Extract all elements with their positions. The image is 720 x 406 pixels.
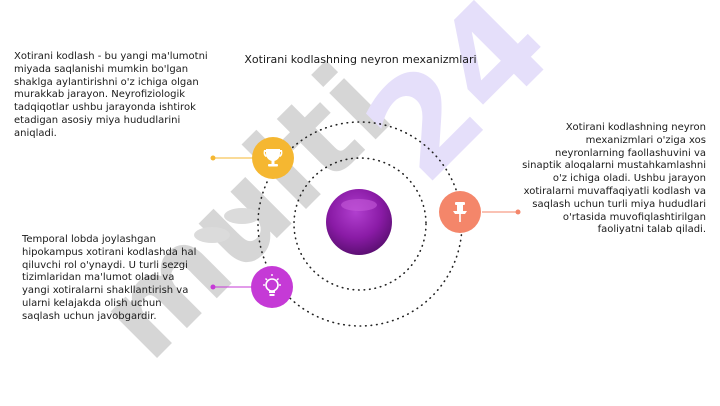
diagram-title: Xotirani kodlashning neyron mexanizmlari bbox=[244, 53, 477, 66]
center-sphere bbox=[326, 189, 392, 255]
text-block-top-left: Xotirani kodlash - bu yangi ma'lumotni m… bbox=[14, 51, 208, 139]
center-sphere-highlight bbox=[341, 199, 377, 211]
pushpin-icon bbox=[453, 202, 467, 222]
connector-bulb-dot bbox=[210, 284, 216, 290]
connector-pin-dot bbox=[515, 209, 521, 215]
node-bulb bbox=[251, 266, 293, 308]
inner-orbit bbox=[293, 157, 427, 291]
text-block-bottom-left: Temporal lobda joylashgan hipokampus xot… bbox=[22, 234, 197, 322]
lightbulb-icon bbox=[263, 274, 281, 296]
text-block-right: Xotirani kodlashning neyron mexanizmlari… bbox=[522, 122, 706, 236]
node-pin bbox=[439, 191, 481, 233]
trophy-icon bbox=[263, 149, 283, 167]
node-trophy bbox=[252, 137, 294, 179]
connector-trophy-dot bbox=[210, 155, 216, 161]
